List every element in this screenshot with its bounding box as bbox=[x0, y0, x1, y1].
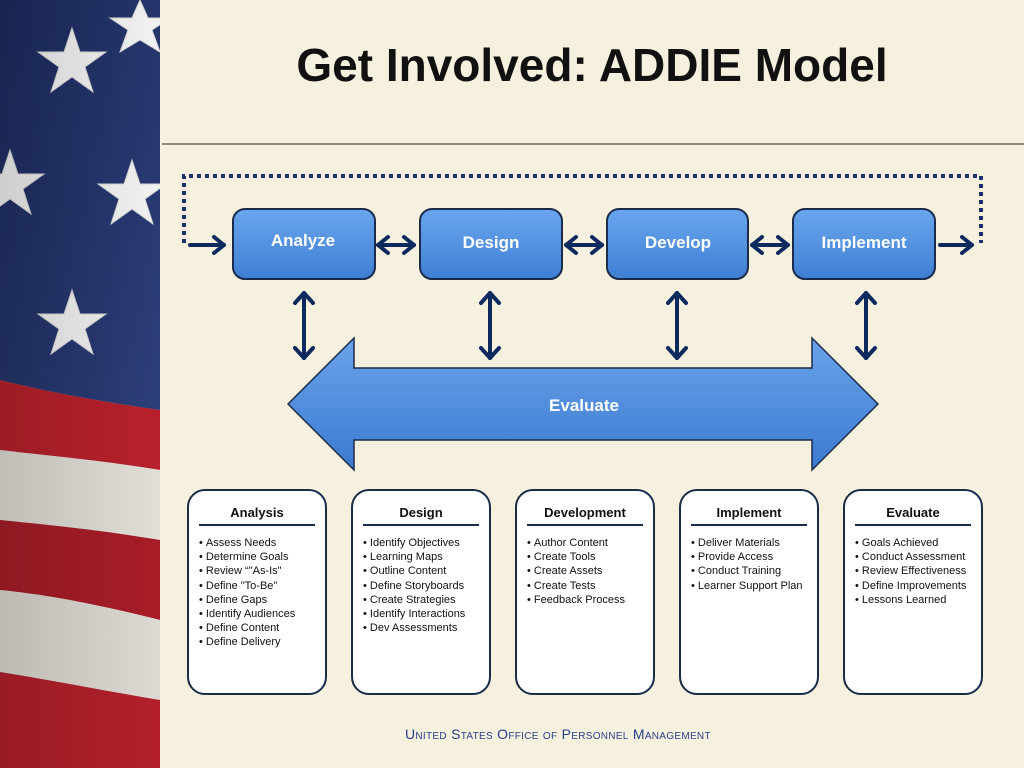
list-item: Dev Assessments bbox=[363, 621, 489, 635]
entry-arrow-icon bbox=[188, 235, 226, 255]
step-box-implement: Implement bbox=[792, 208, 936, 280]
list-item: Identify Audiences bbox=[199, 607, 325, 621]
list-item: Outline Content bbox=[363, 564, 489, 578]
panel-analysis: Analysis Assess Needs Determine Goals Re… bbox=[187, 489, 327, 695]
list-item: Determine Goals bbox=[199, 550, 325, 564]
panel-title: Evaluate bbox=[886, 505, 940, 520]
list-item: Create Tests bbox=[527, 579, 653, 593]
list-item: Define "To-Be" bbox=[199, 579, 325, 593]
vertical-double-arrow-icon bbox=[479, 291, 501, 360]
list-item: Define Content bbox=[199, 621, 325, 635]
list-item: Conduct Training bbox=[691, 564, 817, 578]
list-item: Create Strategies bbox=[363, 593, 489, 607]
panel-design: Design Identify Objectives Learning Maps… bbox=[351, 489, 491, 695]
list-item: Author Content bbox=[527, 536, 653, 550]
feedback-loop-line bbox=[182, 174, 983, 243]
list-item: Define Gaps bbox=[199, 593, 325, 607]
panel-list: Identify Objectives Learning Maps Outlin… bbox=[353, 536, 489, 635]
panel-divider bbox=[855, 524, 971, 526]
panel-divider bbox=[363, 524, 479, 526]
list-item: Provide Access bbox=[691, 550, 817, 564]
footer-org-name: United States Office of Personnel Manage… bbox=[405, 726, 711, 742]
double-arrow-icon bbox=[750, 235, 790, 255]
step-box-design: Design bbox=[419, 208, 563, 280]
list-item: Deliver Materials bbox=[691, 536, 817, 550]
list-item: Assess Needs bbox=[199, 536, 325, 550]
panel-divider bbox=[527, 524, 643, 526]
list-item: Feedback Process bbox=[527, 593, 653, 607]
panel-divider bbox=[199, 524, 315, 526]
list-item: Identify Interactions bbox=[363, 607, 489, 621]
evaluate-arrow: Evaluate bbox=[286, 336, 880, 472]
list-item: Create Assets bbox=[527, 564, 653, 578]
panel-list: Deliver Materials Provide Access Conduct… bbox=[681, 536, 817, 593]
panel-title: Analysis bbox=[230, 505, 284, 520]
step-label-analyze: Analyze bbox=[271, 231, 335, 250]
panel-title: Design bbox=[399, 505, 443, 520]
exit-arrow-icon bbox=[938, 235, 974, 255]
list-item: Create Tools bbox=[527, 550, 653, 564]
double-arrow-icon bbox=[564, 235, 604, 255]
double-arrow-icon bbox=[376, 235, 416, 255]
panel-list: Assess Needs Determine Goals Review “"As… bbox=[189, 536, 325, 650]
panel-implement: Implement Deliver Materials Provide Acce… bbox=[679, 489, 819, 695]
list-item: Identify Objectives bbox=[363, 536, 489, 550]
list-item: Learner Support Plan bbox=[691, 579, 817, 593]
panel-title: Development bbox=[544, 505, 626, 520]
list-item: Goals Achieved bbox=[855, 536, 981, 550]
page-title: Get Involved: ADDIE Model bbox=[296, 39, 888, 91]
panel-list: Author Content Create Tools Create Asset… bbox=[517, 536, 653, 607]
list-item: Define Storyboards bbox=[363, 579, 489, 593]
vertical-double-arrow-icon bbox=[666, 291, 688, 360]
list-item: Define Delivery bbox=[199, 635, 325, 649]
list-item: Review “"As-Is" bbox=[199, 564, 325, 578]
step-box-develop: Develop bbox=[606, 208, 749, 280]
panel-list: Goals Achieved Conduct Assessment Review… bbox=[845, 536, 981, 607]
list-item: Lessons Learned bbox=[855, 593, 981, 607]
step-box-analyze: Analyze bbox=[232, 208, 376, 280]
evaluate-label: Evaluate bbox=[549, 396, 619, 415]
vertical-double-arrow-icon bbox=[293, 291, 315, 360]
panel-development: Development Author Content Create Tools … bbox=[515, 489, 655, 695]
flag-background bbox=[0, 0, 160, 768]
panel-evaluate: Evaluate Goals Achieved Conduct Assessme… bbox=[843, 489, 983, 695]
step-label-implement: Implement bbox=[821, 233, 906, 252]
list-item: Conduct Assessment bbox=[855, 550, 981, 564]
step-label-design: Design bbox=[463, 233, 520, 252]
list-item: Learning Maps bbox=[363, 550, 489, 564]
panel-title: Implement bbox=[716, 505, 782, 520]
title-divider bbox=[162, 143, 1024, 145]
panel-divider bbox=[691, 524, 807, 526]
list-item: Review Effectiveness bbox=[855, 564, 981, 578]
step-label-develop: Develop bbox=[645, 233, 711, 252]
list-item: Define Improvements bbox=[855, 579, 981, 593]
vertical-double-arrow-icon bbox=[855, 291, 877, 360]
